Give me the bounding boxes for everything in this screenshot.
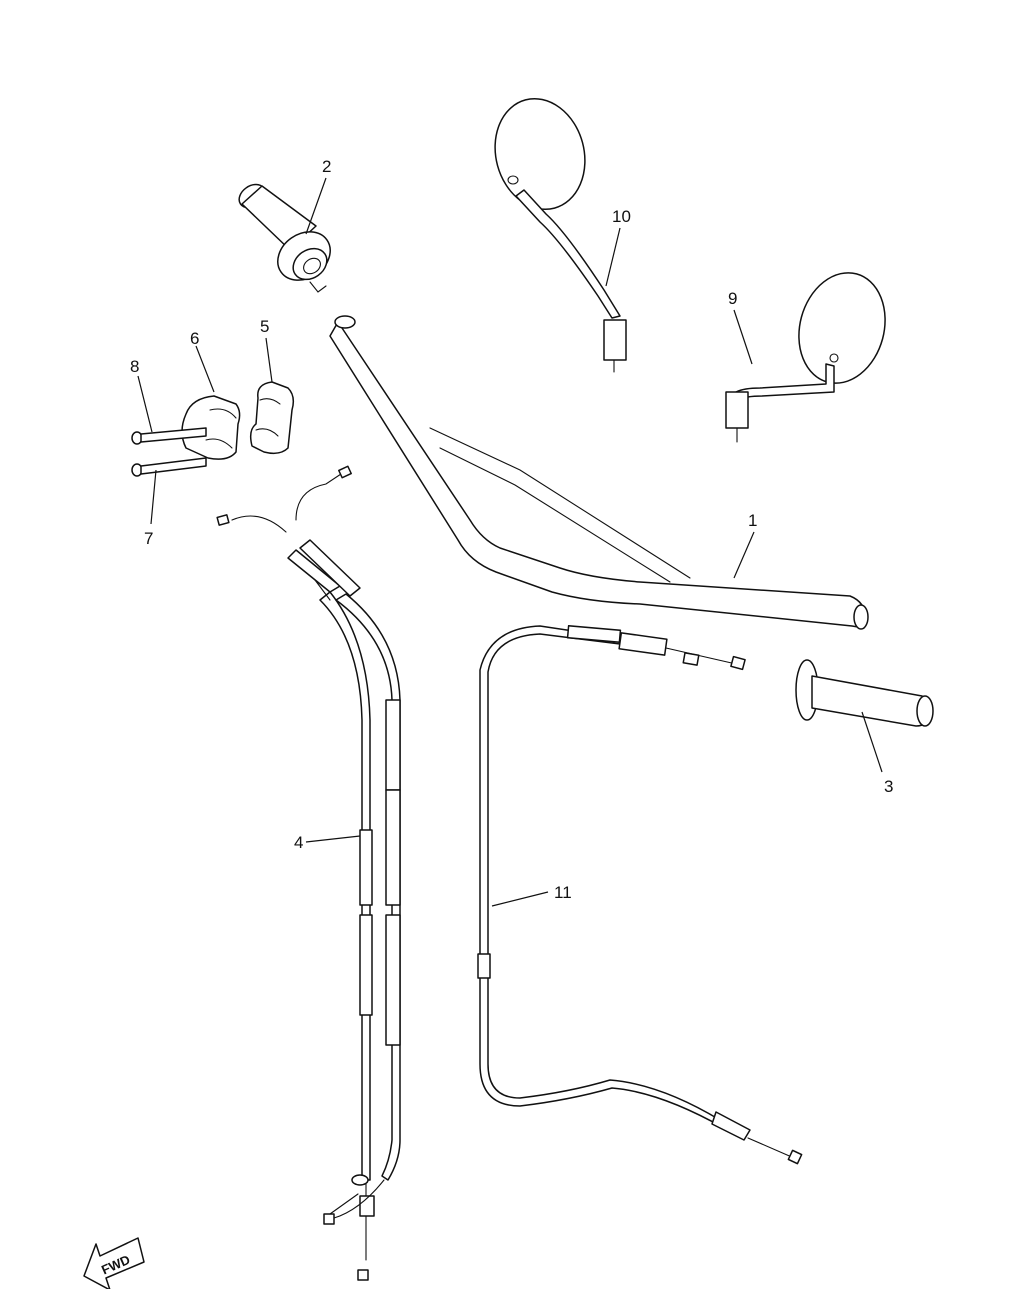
throttle-cable xyxy=(216,465,401,1281)
leader-lines xyxy=(137,177,883,907)
screw-7 xyxy=(131,457,207,477)
mirror-right xyxy=(725,272,886,443)
mirror-left xyxy=(494,97,627,373)
callout-10: 10 xyxy=(612,207,631,226)
callout-labels: 1 2 3 4 5 6 7 8 9 10 11 xyxy=(130,157,893,902)
callout-11: 11 xyxy=(554,883,572,902)
callout-2: 2 xyxy=(322,157,331,176)
callout-7: 7 xyxy=(144,529,153,548)
clutch-cable xyxy=(477,625,803,1165)
callout-3: 3 xyxy=(884,777,893,796)
callout-1: 1 xyxy=(748,511,757,530)
throttle-grip xyxy=(238,183,331,293)
callout-9: 9 xyxy=(728,289,737,308)
screw-8 xyxy=(131,427,207,445)
callout-8: 8 xyxy=(130,357,139,376)
fwd-arrow: FWD xyxy=(83,1237,145,1289)
handlebar-holder-upper xyxy=(249,381,295,455)
callout-5: 5 xyxy=(260,317,269,336)
callout-6: 6 xyxy=(190,329,199,348)
left-grip xyxy=(795,659,934,727)
callout-4: 4 xyxy=(294,833,303,852)
handlebar-holder-lower xyxy=(181,395,241,460)
handlebar xyxy=(329,315,869,630)
